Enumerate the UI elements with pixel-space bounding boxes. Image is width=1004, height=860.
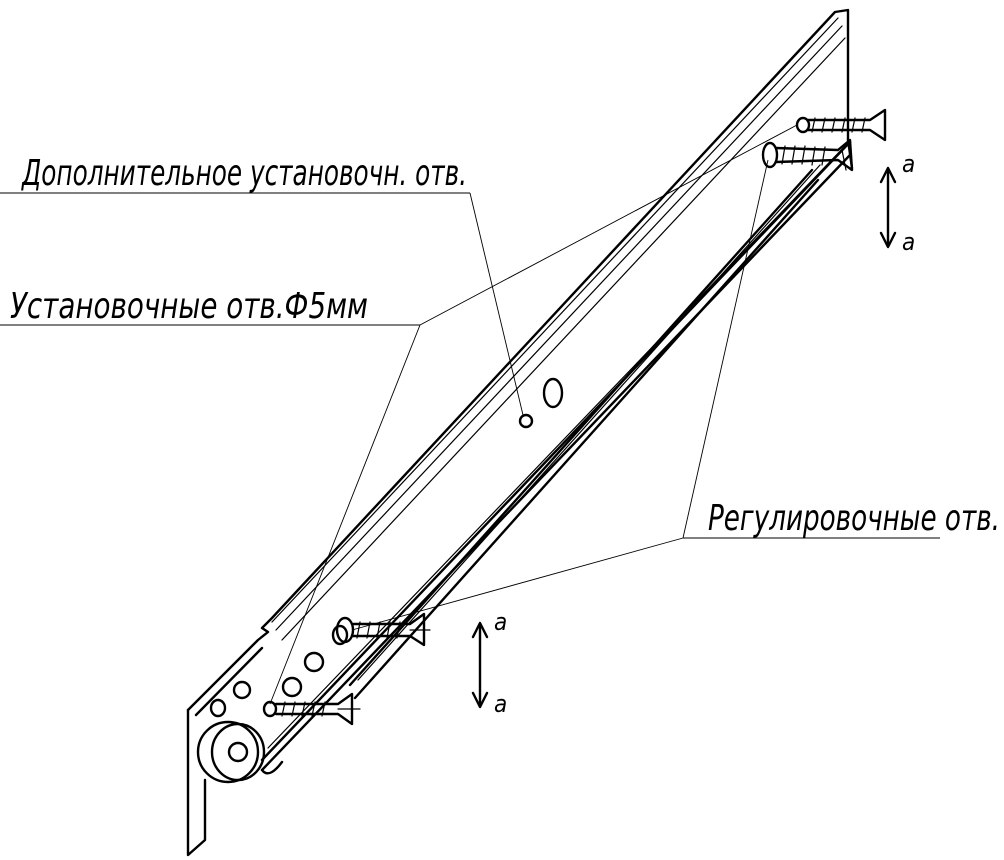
- label-mounting-holes: Установочные отв.Ф5мм: [10, 286, 368, 327]
- arrow-label-lower-bottom: a: [494, 690, 507, 718]
- screw-lower-2: [262, 692, 361, 726]
- rail: [186, 8, 854, 857]
- screw-upper-2: [761, 138, 854, 172]
- leader-lines: [0, 124, 940, 705]
- label-additional-hole: Дополнительное установочн. отв.: [20, 153, 467, 194]
- screw-lower-1: [335, 612, 431, 647]
- screw-upper-1: [795, 108, 887, 142]
- arrow-label-upper-top: a: [902, 150, 915, 178]
- roller-icon: [196, 720, 266, 784]
- screw-icon: [262, 108, 887, 726]
- arrow-label-lower-top: a: [494, 608, 507, 636]
- mounting-holes: [209, 377, 564, 718]
- label-adjusting-holes: Регулировочные отв.: [708, 498, 1000, 539]
- arrow-label-upper-bottom: a: [902, 228, 915, 256]
- double-arrow-icon: [471, 166, 897, 709]
